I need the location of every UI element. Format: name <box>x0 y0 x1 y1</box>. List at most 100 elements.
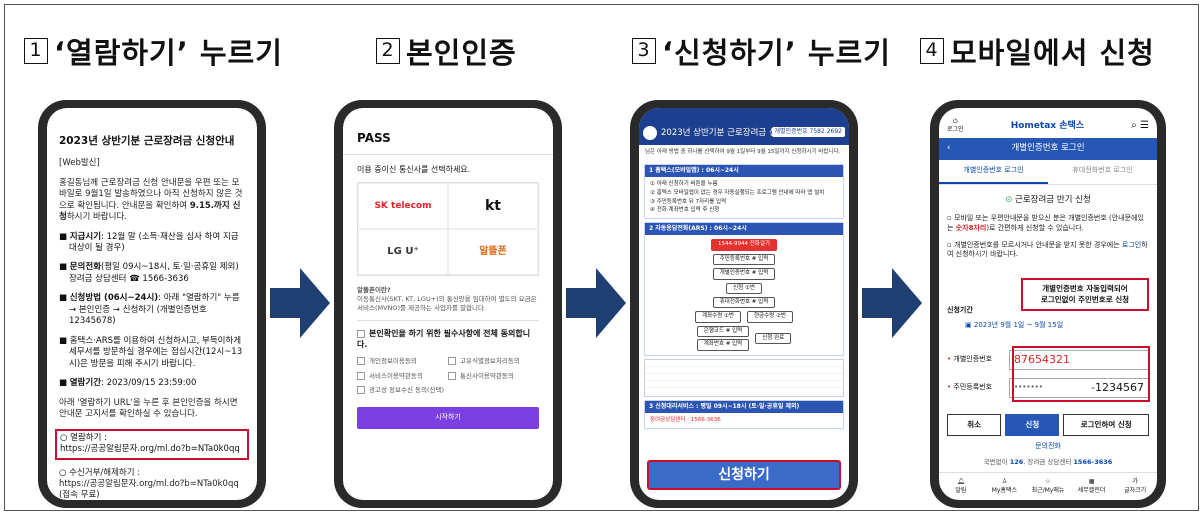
carrier-sk[interactable]: SK telecom <box>358 182 448 229</box>
call-center: 국번없이 126, 장려금 상담센터 1566-3636 <box>983 458 1113 466</box>
carrier-mvno[interactable]: 알뜰폰 <box>448 228 538 275</box>
rrn-input[interactable]: ••••••• - 1234567 <box>1009 378 1149 398</box>
hometax-screen: ⏻ 로그인 Hometax 손택스 ⌕ ☰ ‹ 개별인증번호 로그인 개별인증번… <box>939 108 1157 500</box>
hometax-logo: Hometax 손택스 <box>1010 121 1085 132</box>
sms-screen: 2023년 상반기분 근로장려금 신청안내 [Web발신] 홍길동님께 근로장려… <box>47 108 257 500</box>
tab-phone-number[interactable]: 휴대전화번호 로그인 <box>1072 166 1133 175</box>
carrier-kt[interactable]: kt <box>448 182 538 229</box>
view-link-label: ○ 열람하기 : <box>60 432 107 443</box>
step-1-number: 1 <box>24 38 48 64</box>
input-highlight <box>1012 346 1150 402</box>
bank-code-table <box>644 358 844 397</box>
carrier-lgu[interactable]: LG U⁺ <box>358 228 448 275</box>
power-icon: ⏻ <box>952 118 958 125</box>
tab-auth-number[interactable]: 개별인증번호 로그인 <box>939 160 1048 184</box>
agree-options: 개인정보이용동의 고유식별정보처리동의 서비스이용약관동의 통신사이용약관동의 … <box>357 356 539 395</box>
star-icon: ☆ <box>1045 477 1051 485</box>
tab-alarm[interactable]: 🔔︎알림 <box>955 477 967 494</box>
agree-option[interactable]: 서비스이용약관동의 <box>357 371 448 381</box>
phone-2: PASS 이용 중이신 통신사를 선택하세요. SK telecom kt LG… <box>334 100 562 508</box>
carrier-question: 이용 중이신 통신사를 선택하세요. <box>357 165 471 175</box>
step-2-label: 본인인증 <box>406 36 517 70</box>
action-buttons: 취소 신청 로그인하여 신청 <box>947 414 1149 436</box>
gov-logo-icon <box>643 126 657 140</box>
agree-option[interactable]: 고유식별정보처리동의 <box>448 356 539 366</box>
step-3-title: 3 ‘신청하기’ 누르기 <box>632 30 891 72</box>
help-link[interactable]: 문의전화 <box>1035 442 1061 450</box>
step-4-number: 4 <box>920 38 944 64</box>
cancel-button[interactable]: 취소 <box>947 414 1002 436</box>
phone-4: ⏻ 로그인 Hometax 손택스 ⌕ ☰ ‹ 개별인증번호 로그인 개별인증번… <box>930 100 1166 508</box>
right-arrow-icon <box>862 268 922 338</box>
agree-option[interactable]: 통신사이용약관동의 <box>448 371 539 381</box>
view-link-url[interactable]: https://공공알림문자.org/ml.do?b=NTa0k0qq <box>60 444 240 455</box>
agree-option[interactable]: 광고성 정보수신 동의(선택) <box>357 386 448 395</box>
submit-button[interactable]: 신청 <box>1005 414 1060 436</box>
web-tag: [Web발신] <box>59 158 100 169</box>
view-link-box[interactable]: ○ 열람하기 : https://공공알림문자.org/ml.do?b=NTa0… <box>55 428 249 460</box>
phone-3: 2023년 상반기분 근로장려금 신청 안내문 개별인증번호 7582 2692… <box>630 100 858 508</box>
notice-screen: 2023년 상반기분 근로장려금 신청 안내문 개별인증번호 7582 2692… <box>639 108 849 500</box>
right-arrow-icon <box>270 268 330 338</box>
login-button[interactable]: ⏻ 로그인 <box>947 118 964 134</box>
start-button[interactable]: 시작하기 <box>357 407 539 430</box>
nav-bar: ‹ 개별인증번호 로그인 <box>939 138 1157 161</box>
search-menu-icons[interactable]: ⌕ ☰ <box>1131 120 1149 132</box>
notice-intro: 님은 아래 방법 중 하나를 선택하여 9월 1일부터 9월 15일까지 신청하… <box>645 149 841 156</box>
calendar-icon: ▣ <box>965 321 972 330</box>
login-apply-button[interactable]: 로그인하여 신청 <box>1063 414 1149 436</box>
sms-intro: 홍길동님께 근로장려금 신청 안내문을 우편 또는 모바일로 9월1일 발송하였… <box>59 177 243 223</box>
sms-title: 2023년 상반기분 근로장려금 신청안내 <box>59 135 235 147</box>
pass-screen: PASS 이용 중이신 통신사를 선택하세요. SK telecom kt LG… <box>343 108 553 500</box>
agree-option[interactable]: 개인정보이용동의 <box>357 356 448 366</box>
step-3-number: 3 <box>632 38 656 64</box>
apply-button[interactable]: 신청하기 <box>647 460 841 490</box>
right-arrow-icon <box>566 268 626 338</box>
ref-number: 개별인증번호 7582 2692 <box>771 127 845 138</box>
auth-form: • 개별인증번호 87654321 • 주민등록번호 ••••••• - 123… <box>947 346 1150 402</box>
app-header: ⏻ 로그인 Hometax 손택스 ⌕ ☰ <box>939 108 1157 138</box>
step-4-label: 모바일에서 신청 <box>950 36 1155 70</box>
carrier-grid: SK telecom kt LG U⁺ 알뜰폰 <box>357 181 539 276</box>
calendar-icon: ▦ <box>1088 477 1095 485</box>
list-item: ■ 열람기간: 2023/09/15 23:59:00 <box>59 378 197 389</box>
section-hometax: 1 홈택스(모바일앱) : 06시~24시 ① 아래 신청하기 버튼을 누름 ②… <box>644 163 844 220</box>
step-3-label: ‘신청하기’ 누르기 <box>662 36 891 70</box>
agree-all-checkbox[interactable]: 본인확인을 하기 위한 필수사항에 전체 동의합니다. <box>357 320 539 351</box>
tab-calendar[interactable]: ▦세무캘린더 <box>1077 477 1106 494</box>
font-size-icon: 가 <box>1132 477 1138 485</box>
auto-fill-callout: 개별인증번호 자동입력되어 로그인없이 주민번호로 신청 <box>1021 278 1149 311</box>
bell-icon: 🔔︎ <box>956 477 965 485</box>
list-item: ■ 신청방법 (06시~24시): 아래 "열람하기" 누름 → 본인인증 → … <box>59 293 240 327</box>
notice-header: 2023년 상반기분 근로장려금 신청 안내문 개별인증번호 7582 2692 <box>639 108 849 146</box>
step-2-number: 2 <box>376 38 400 64</box>
section-proxy: 3 신청대리서비스 : 평일 09시~18시 (토·일·공휴일 제외) 장려금상… <box>644 399 844 429</box>
tab-recent-menu[interactable]: ☆최근/My메뉴 <box>1031 477 1065 494</box>
step-1-title: 1 ‘열람하기’ 누르기 <box>24 30 283 72</box>
phone-1: 2023년 상반기분 근로장려금 신청안내 [Web발신] 홍길동님께 근로장려… <box>38 100 266 508</box>
tab-my-hometax[interactable]: ♙My홈택스 <box>991 477 1018 494</box>
unsubscribe-link[interactable]: https://공공알림문자.org/ml.do?b=NTa0k0qq <box>59 479 239 490</box>
list-item: ■ 문의전화(평일 09시~18시, 토·일·공휴일 제외) 장려금 상담센터 … <box>59 262 239 284</box>
login-tabs: 개별인증번호 로그인 휴대전화번호 로그인 <box>939 160 1157 185</box>
mvno-info: 알뜰폰이란? 이동통신사(SKT, KT, LGU+)의 통신망을 임대하여 별… <box>357 285 537 312</box>
step-2-title: 2 본인인증 <box>376 30 517 72</box>
back-icon[interactable]: ‹ <box>947 143 951 154</box>
list-item: ■ 지급시기: 12월 말 (소득·재산을 심사 하여 지급대상이 될 경우) <box>59 231 239 253</box>
step-1-label: ‘열람하기’ 누르기 <box>54 36 283 70</box>
step-4-title: 4 모바일에서 신청 <box>920 30 1155 72</box>
request-title: ⊙ 근로장려금 반기 신청 <box>1005 194 1091 205</box>
ars-call-button[interactable]: 1544-9944 전화걸기 <box>711 239 777 251</box>
outer-frame <box>4 4 1199 511</box>
list-item: ■ 홈택스·ARS를 이용하여 신청하시고, 부득이하게 세무서를 방문하실 경… <box>59 335 243 369</box>
user-icon: ♙ <box>1001 477 1008 485</box>
unsubscribe-block: ○ 수신거부/해제하기 : https://공공알림문자.org/ml.do?b… <box>59 468 245 500</box>
note-2: ▫ 개별인증번호를 모르시거나 안내문을 받지 못한 경우에는 로그인하여 신청… <box>947 240 1148 259</box>
notice-text: 아래 '열람하기 URL'을 누른 후 본인인증을 하시면 안내문 고지서를 확… <box>59 397 238 420</box>
note-1: ▫ 모바일 또는 우편안내문을 받으신 분은 개별인증번호 (안내문에있는 숫자… <box>947 214 1144 232</box>
section-ars: 2 자동응답전화(ARS) : 06시~24시 1544-9944 전화걸기 주… <box>644 222 844 356</box>
apply-period: 신청기간 ▣ 2023년 9월 1일 ~ 9월 15일 <box>947 306 1064 330</box>
pass-logo: PASS <box>357 131 391 145</box>
